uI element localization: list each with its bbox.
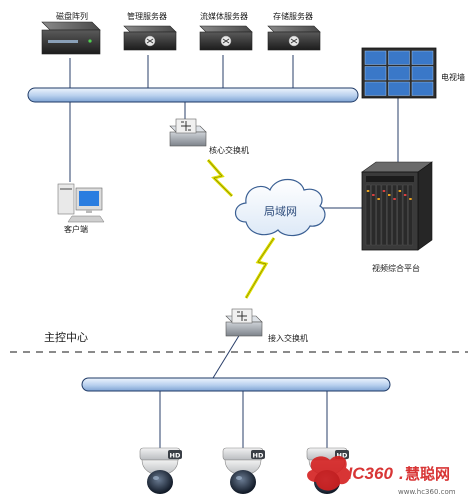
disk-array-label: 磁盘阵列	[56, 11, 88, 21]
platform-card-led	[398, 190, 402, 192]
video-wall-screen	[411, 66, 434, 81]
video-platform-cards	[365, 184, 413, 246]
platform-card-led	[382, 190, 386, 192]
video-platform-label: 视频综合平台	[372, 263, 420, 273]
hd-badge-2: HD	[253, 452, 264, 460]
video-platform-device	[361, 161, 433, 251]
link-access-switch-bus	[212, 333, 241, 379]
access-switch-label: 接入交换机	[268, 333, 308, 343]
platform-card-slot	[402, 184, 408, 246]
lightning-link-core-lan	[206, 159, 234, 198]
watermark-brand: HC360	[340, 464, 393, 483]
hd-badge-3: HD	[337, 452, 348, 460]
platform-card-led	[393, 198, 396, 200]
hc360-logo-mark	[307, 455, 351, 491]
platform-card-slot	[365, 184, 371, 246]
platform-card-slot	[397, 184, 403, 246]
access-switch-device	[225, 308, 263, 337]
platform-card-slot	[408, 184, 413, 246]
client-label: 客户端	[64, 224, 88, 234]
lan-label: 局域网	[264, 205, 297, 218]
watermark-url: www.hc360.com	[398, 488, 456, 496]
platform-card-slot	[376, 184, 382, 246]
watermark-cn: 慧聪网	[405, 465, 450, 483]
platform-card-led	[388, 194, 391, 196]
control-center-label: 主控中心	[44, 330, 88, 344]
storage-server-device	[267, 25, 321, 51]
video-wall-screens	[364, 50, 434, 96]
video-wall-screen	[364, 66, 387, 81]
video-wall-screen	[364, 81, 387, 96]
hd-dome-camera-2: HD	[222, 447, 265, 494]
platform-card-slot	[371, 184, 376, 246]
video-wall-screen	[411, 50, 434, 65]
disk-array-device	[41, 21, 101, 55]
backbone-bus-bottom	[81, 377, 391, 392]
platform-card-led	[366, 190, 370, 192]
watermark-dot: .	[399, 464, 404, 483]
hc360-watermark: HC360 . 慧聪网 www.hc360.com	[307, 455, 456, 496]
video-wall-label: 电视墙	[441, 72, 465, 82]
client-pc-icon	[57, 183, 105, 223]
media-server-label: 流媒体服务器	[200, 11, 248, 21]
platform-card-led	[403, 194, 407, 196]
lan-cloud	[234, 178, 326, 237]
backbone-bus-top	[27, 87, 359, 103]
platform-card-led	[372, 194, 375, 196]
platform-card-slot	[381, 184, 387, 246]
media-server-device	[199, 25, 253, 51]
platform-card-led	[409, 198, 412, 200]
hd-badge-1: HD	[170, 452, 181, 460]
lightning-link-lan-access	[244, 237, 276, 299]
platform-card-slot	[392, 184, 398, 246]
video-wall-device	[361, 47, 437, 99]
video-wall-screen	[388, 81, 410, 96]
platform-card-led	[377, 198, 380, 200]
mgmt-server-label: 管理服务器	[127, 11, 167, 21]
hd-dome-camera-1: HD	[139, 447, 182, 494]
storage-server-label: 存储服务器	[273, 11, 313, 21]
mgmt-server-device	[123, 25, 177, 51]
video-wall-screen	[388, 50, 410, 65]
video-wall-screen	[411, 81, 434, 96]
video-wall-screen	[388, 66, 410, 81]
connection-lines	[69, 55, 399, 448]
video-wall-screen	[364, 50, 387, 65]
core-switch-device	[169, 118, 207, 147]
core-switch-label: 核心交换机	[209, 145, 249, 155]
platform-card-slot	[387, 184, 392, 246]
